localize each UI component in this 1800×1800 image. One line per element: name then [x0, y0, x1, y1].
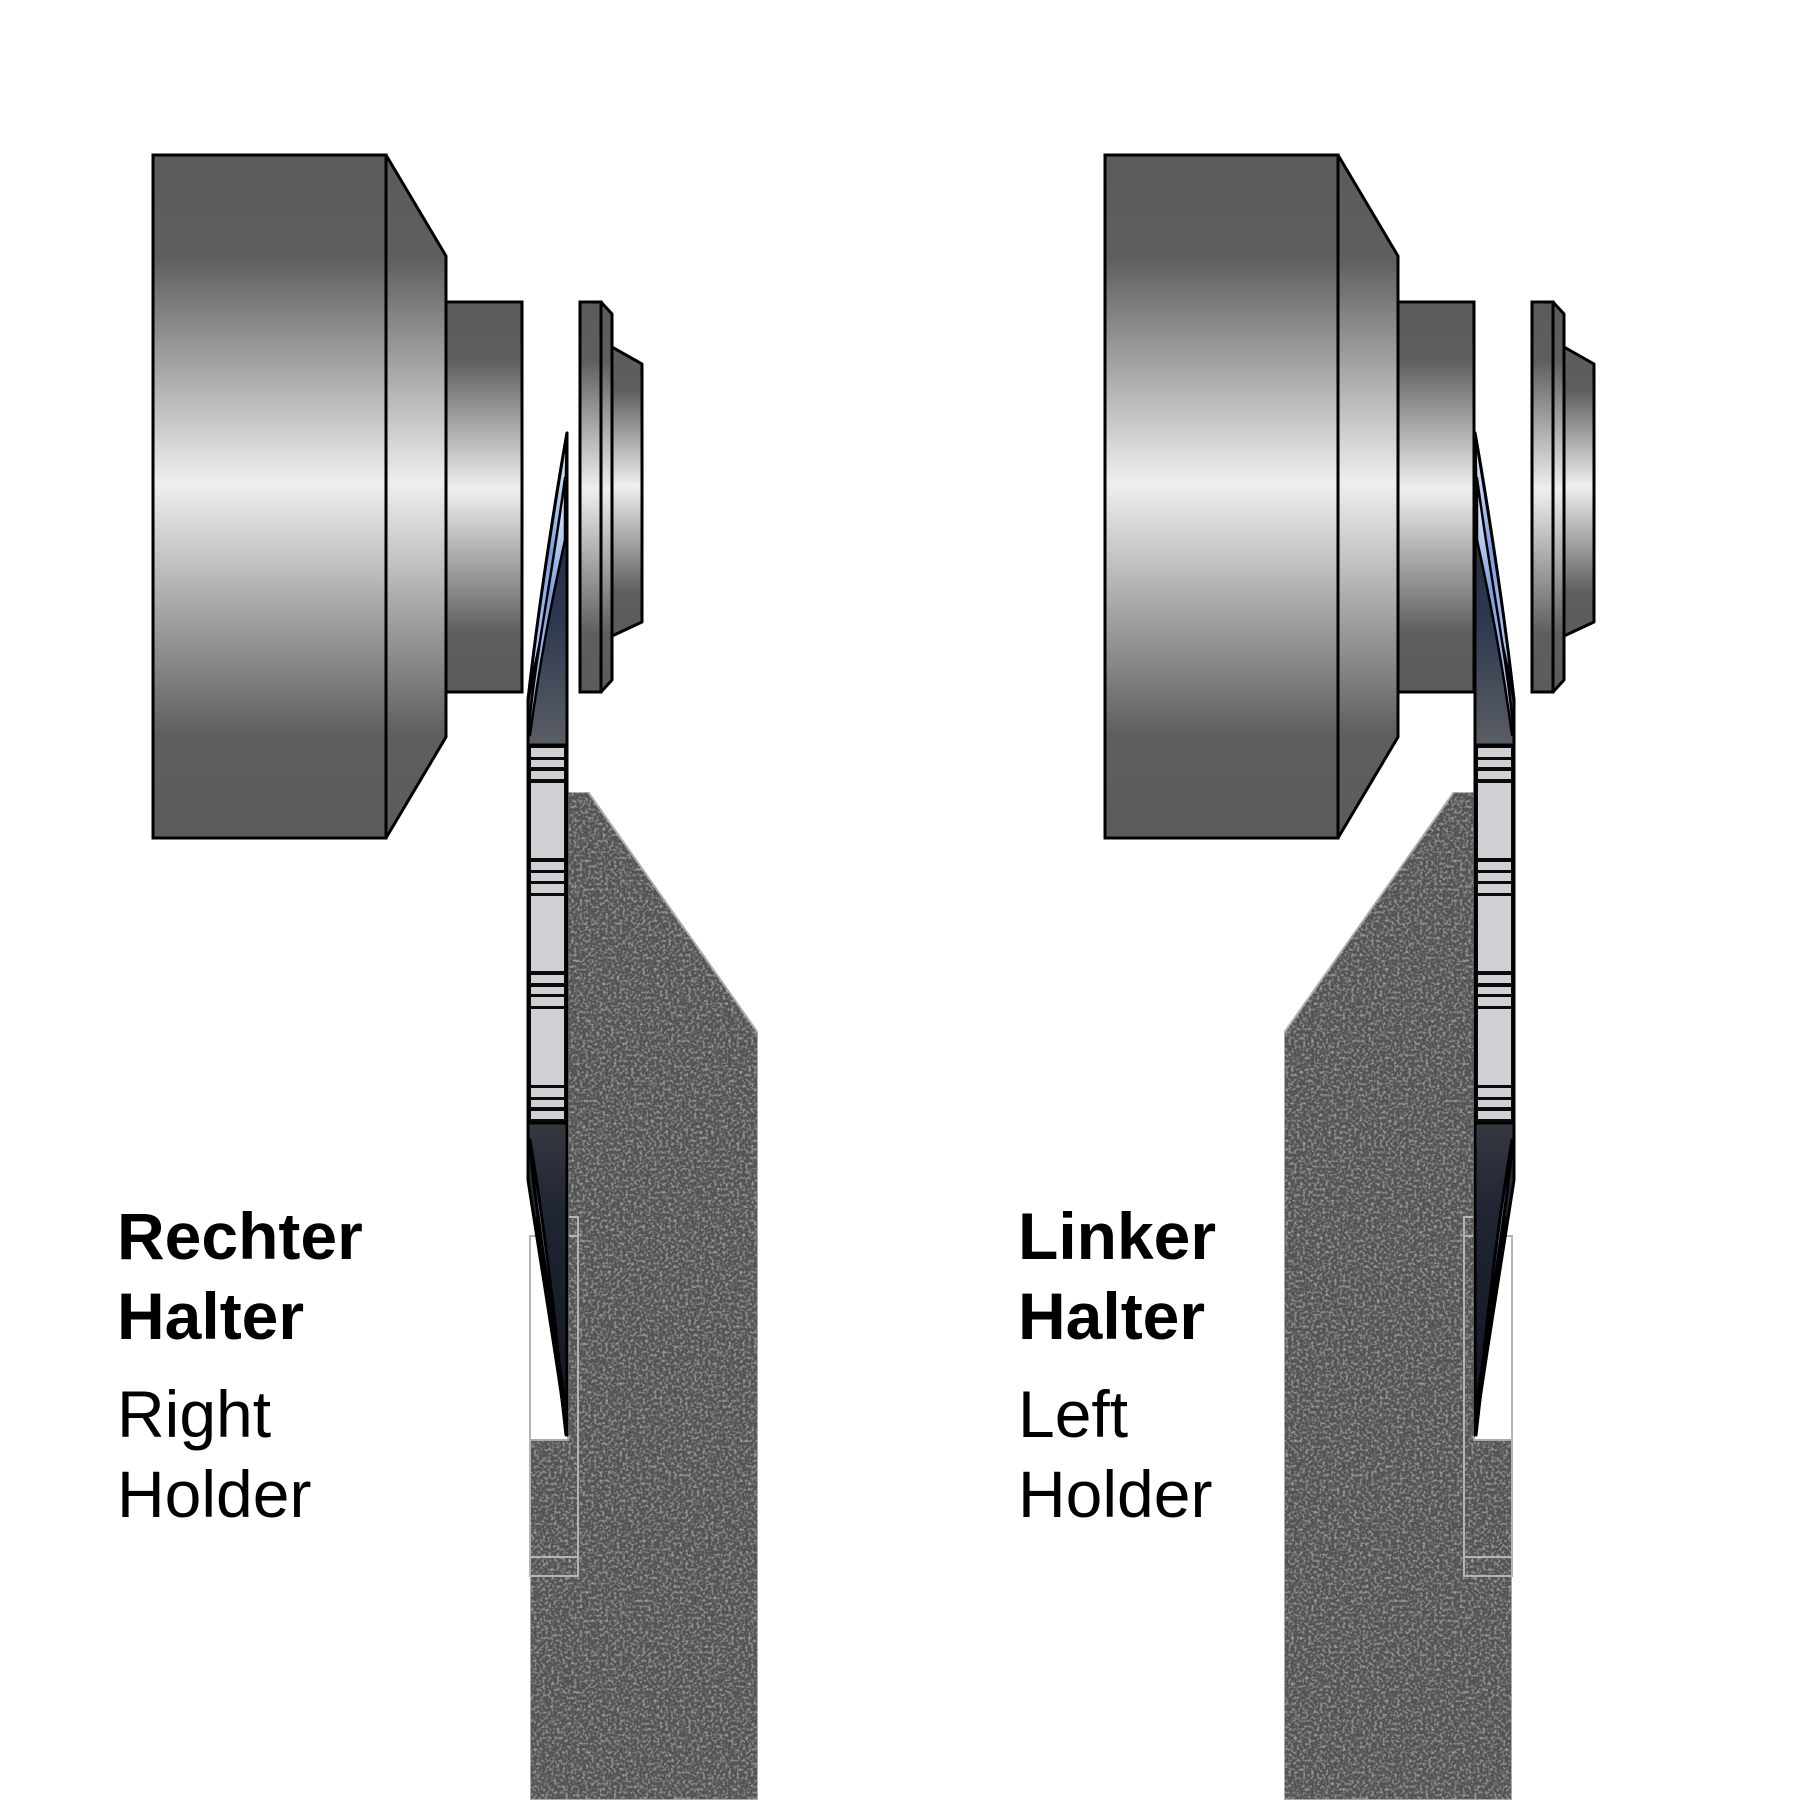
right-holder-label: Rechter Halter Right Holder [117, 1196, 363, 1534]
blade-band [531, 987, 564, 994]
label-de-line1: Rechter [117, 1199, 363, 1273]
blade-twist-ribbon-inner [526, 476, 567, 737]
blade-band [1478, 975, 1511, 983]
label-de-line1: Linker [1018, 1199, 1217, 1273]
blade-band [531, 771, 564, 779]
blade-band [1478, 783, 1511, 858]
blade-band [531, 884, 564, 893]
blade-band [1478, 1088, 1511, 1097]
clamp-washer-cone [1562, 345, 1596, 638]
blade-band [1478, 896, 1511, 971]
spindle-assembly [151, 153, 644, 840]
blade-band [531, 760, 564, 767]
blade-band [531, 748, 564, 757]
clamp-washer [578, 300, 603, 694]
label-de-line2: Halter [117, 1279, 305, 1353]
left-holder-panel [1103, 153, 1596, 1800]
blade-band [1478, 1009, 1511, 1085]
flange-chamfer [384, 153, 448, 840]
blade-band [531, 896, 564, 971]
blade-twist-ribbon-inner [534, 1216, 567, 1402]
flange-hub [444, 300, 524, 694]
blade-band [531, 1100, 564, 1107]
blade-band [531, 1009, 564, 1085]
blade-band [1478, 873, 1511, 881]
label-en-line2: Holder [117, 1457, 312, 1531]
blade-band [531, 1111, 564, 1119]
blade-band [1478, 1111, 1511, 1119]
label-en-line1: Right [117, 1377, 272, 1451]
clamp-washer-ring [1551, 300, 1566, 694]
blade-band [531, 862, 564, 870]
blade-band [531, 783, 564, 858]
blade-twist-ribbon-inner [1475, 1216, 1508, 1402]
blade-band [531, 975, 564, 983]
label-en-line1: Left [1018, 1377, 1129, 1451]
blade-band [1478, 771, 1511, 779]
blade-holder-assembly [1283, 431, 1516, 1800]
blade-band [1478, 1100, 1511, 1107]
flange-large [151, 153, 388, 840]
label-en-line2: Holder [1018, 1457, 1213, 1531]
blade-band [1478, 997, 1511, 1006]
holder-body [1283, 791, 1513, 1800]
blade-band [531, 873, 564, 881]
blade-band [531, 1088, 564, 1097]
flange-hub [1396, 300, 1476, 694]
spindle-assembly [1103, 153, 1596, 840]
clamp-washer [1530, 300, 1555, 694]
blade-band [1478, 884, 1511, 893]
blade-band [531, 997, 564, 1006]
holder-body [529, 791, 759, 1800]
flange-large [1103, 153, 1340, 840]
clamp-washer-ring [599, 300, 614, 694]
blade-band [1478, 987, 1511, 994]
label-de-line2: Halter [1018, 1279, 1206, 1353]
blade-holder-assembly [526, 431, 759, 1800]
flange-chamfer [1336, 153, 1400, 840]
blade-band [1478, 862, 1511, 870]
right-holder-panel [151, 153, 759, 1800]
clamp-washer-cone [610, 345, 644, 638]
left-holder-label: Linker Halter Left Holder [1018, 1196, 1216, 1534]
blade-twist-ribbon-inner [1475, 476, 1516, 737]
blade-band [1478, 748, 1511, 757]
blade-band [1478, 760, 1511, 767]
